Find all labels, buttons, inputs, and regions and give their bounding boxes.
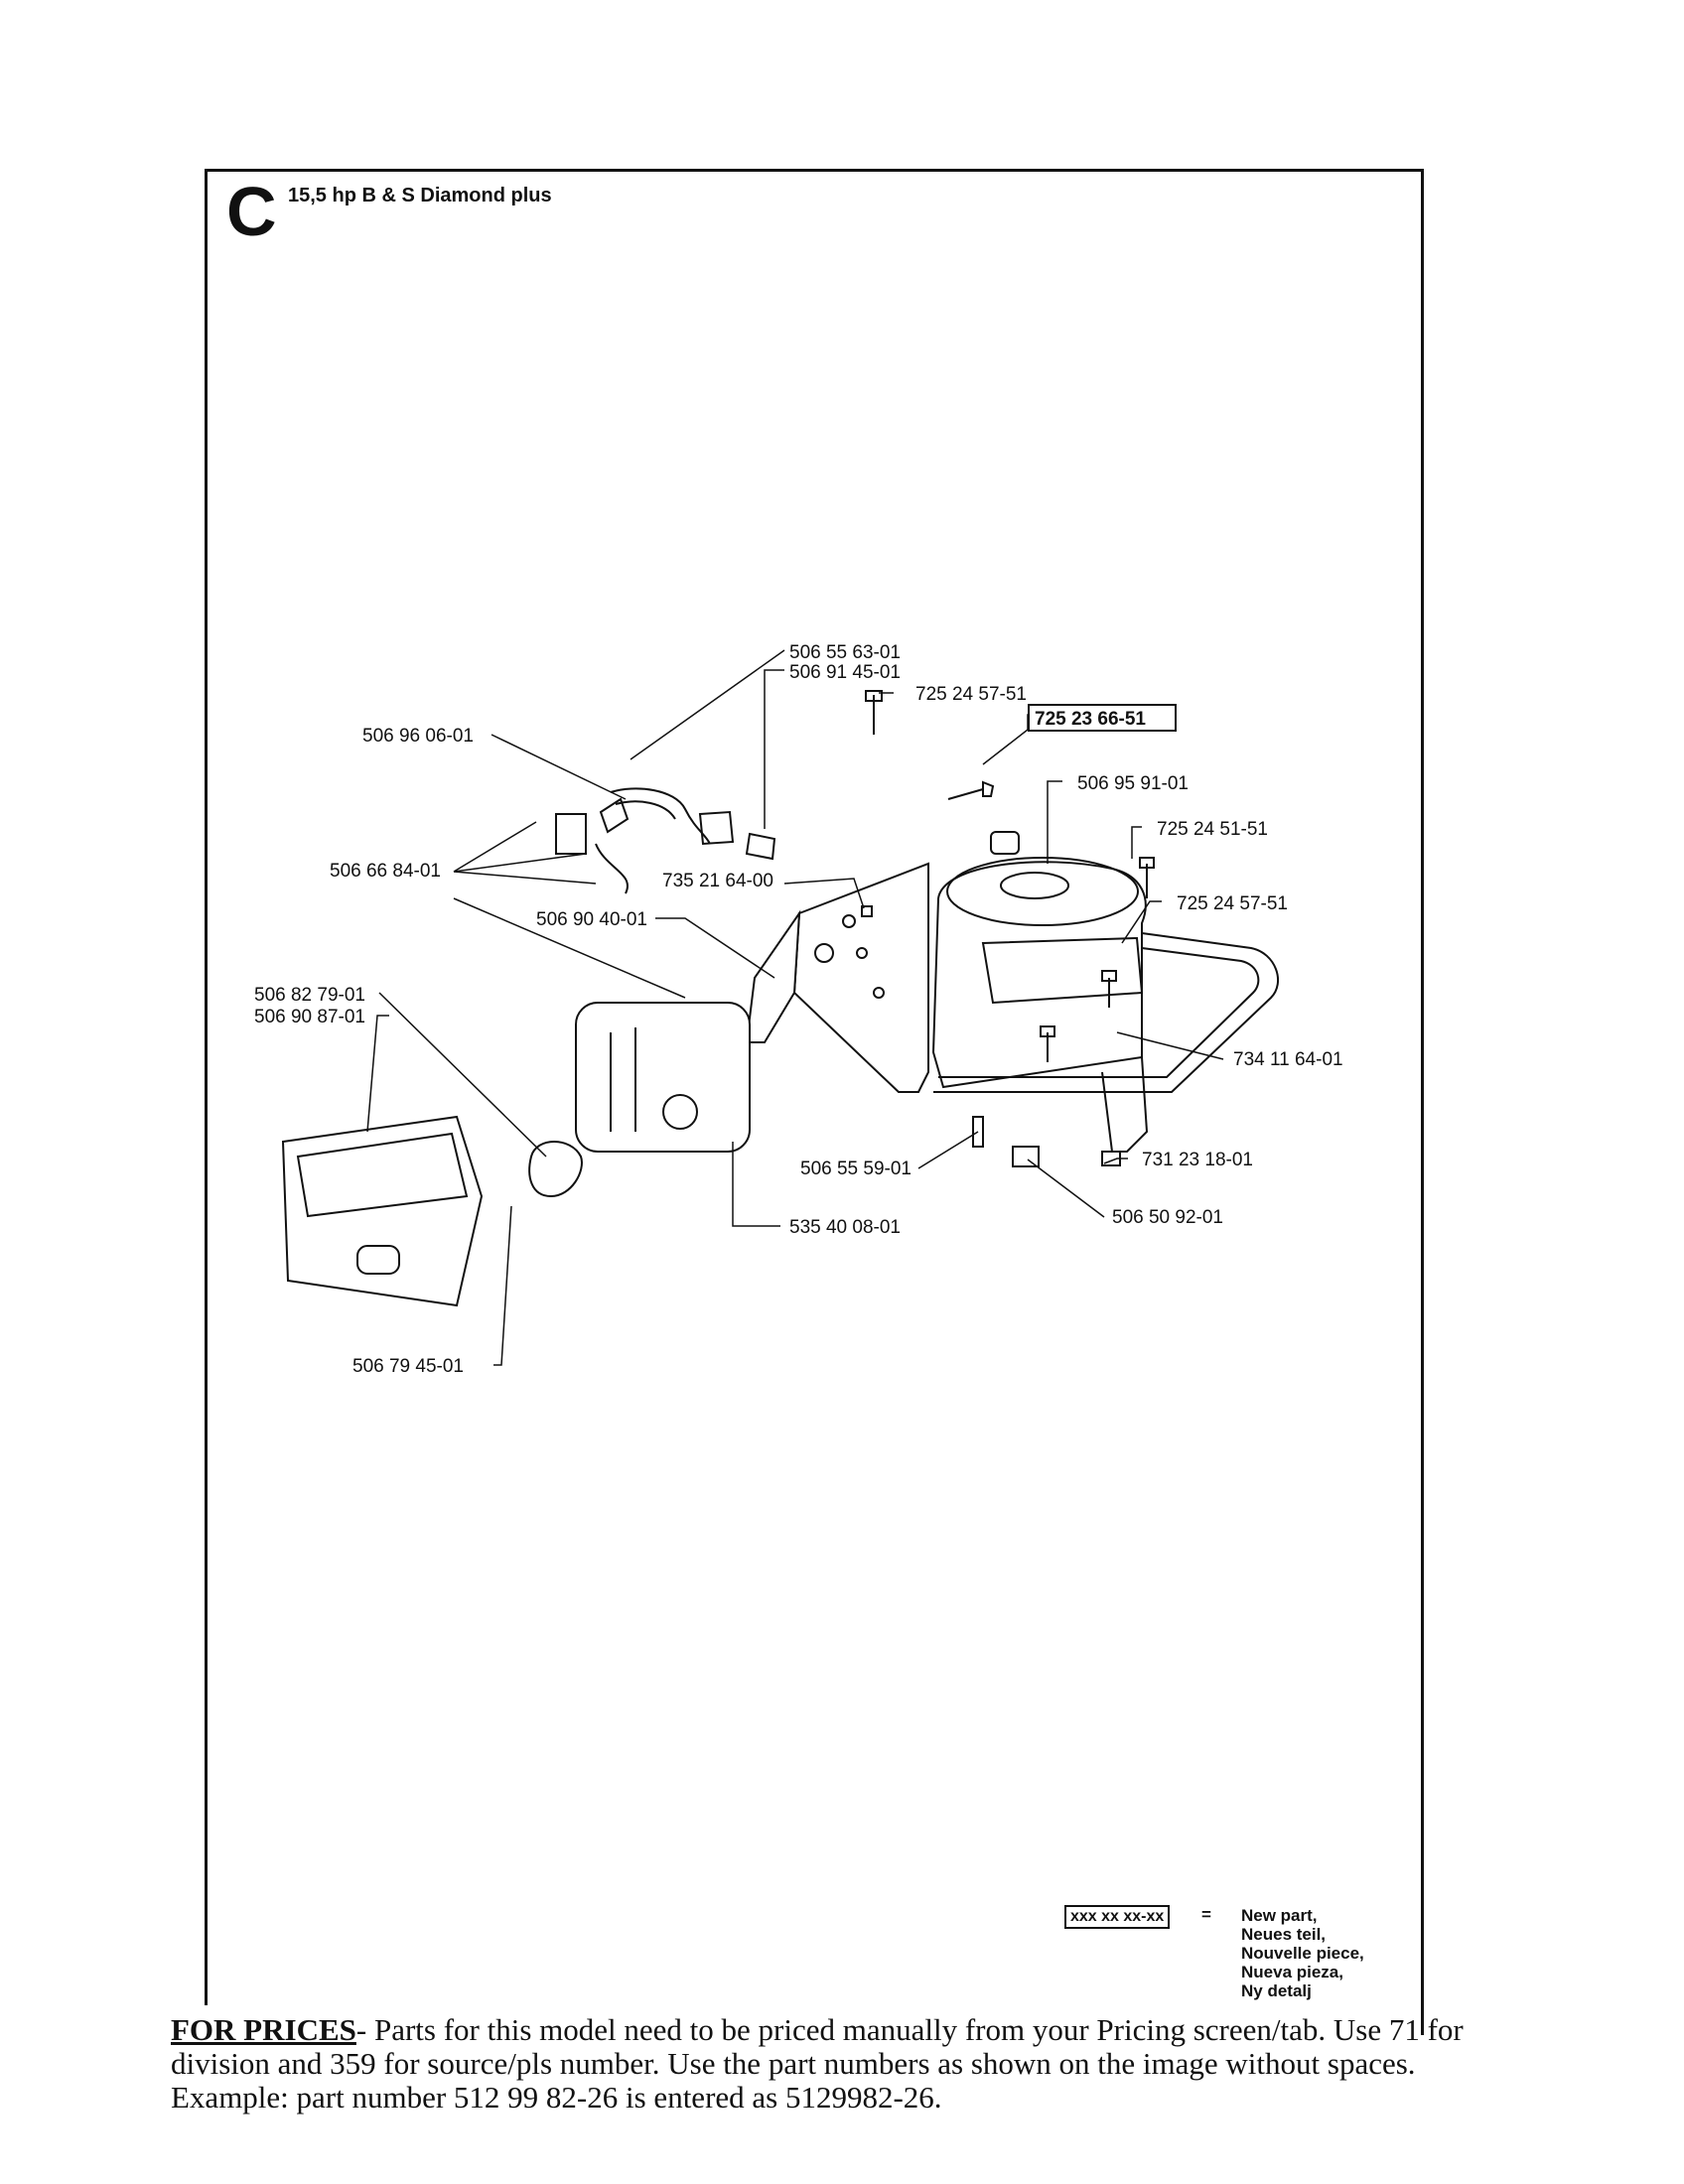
callout-label: 506 90 40-01	[536, 909, 647, 930]
muffler-body	[575, 1002, 751, 1153]
legend-new-part-list: New part, Neues teil, Nouvelle piece, Nu…	[1241, 1906, 1364, 2000]
bolt-725-24-51-51	[1139, 857, 1155, 898]
callout-label: 506 91 45-01	[789, 662, 901, 683]
guard-oval-opening	[356, 1245, 400, 1275]
bolt-725-24-57-51	[865, 690, 883, 735]
frame-tube-outer	[933, 932, 1280, 1093]
muffler-outlet	[662, 1094, 698, 1130]
callout-label: 535 40 08-01	[789, 1217, 901, 1238]
callout-label: 734 11 64-01	[1233, 1049, 1343, 1070]
engine-shroud	[981, 936, 1144, 1005]
clamp-bracket	[555, 813, 587, 855]
bracket-side-wing	[745, 909, 801, 1043]
callout-label: 506 82 79-01	[254, 985, 365, 1006]
pipe-end	[599, 797, 630, 834]
callout-label: 506 95 91-01	[1077, 773, 1189, 794]
flange-plate	[698, 810, 735, 846]
pin-506-55-59-01	[972, 1116, 984, 1148]
callout-label: 725 24 51-51	[1157, 819, 1268, 840]
callout-label: 506 90 87-01	[254, 1007, 365, 1027]
callout-label-new-part: 725 23 66-51	[1035, 709, 1146, 730]
engine-top-cover	[946, 857, 1139, 926]
bolt-lower	[1040, 1025, 1055, 1062]
legend-item: Ny detalj	[1241, 1981, 1312, 2000]
engine-lower-housing	[1101, 1056, 1149, 1153]
frame-top-border	[205, 169, 1424, 172]
nut-506-50-92-01	[1012, 1146, 1040, 1167]
u-clamp	[595, 843, 629, 894]
callout-label: 725 24 57-51	[1177, 893, 1288, 914]
engine-cap-opening	[1000, 872, 1069, 899]
pricing-note-text: - Parts for this model need to be priced…	[171, 2012, 1464, 2115]
callout-label: 506 50 92-01	[1112, 1207, 1223, 1228]
bolt-right	[1101, 970, 1117, 1008]
muffler-guard	[281, 1115, 484, 1307]
section-letter: C	[226, 173, 277, 250]
frame-left-border	[205, 169, 208, 2005]
legend-item: New part,	[1241, 1906, 1318, 1925]
pricing-note: FOR PRICES- Parts for this model need to…	[171, 2013, 1481, 2115]
callout-label: 735 21 64-00	[662, 871, 773, 891]
callout-labels: 506 55 63-01 506 91 45-01 725 24 57-51 7…	[254, 642, 1343, 1377]
pricing-note-lead: FOR PRICES	[171, 2012, 356, 2047]
frame-tube-inner	[938, 947, 1260, 1078]
callout-label: 506 66 84-01	[330, 861, 441, 882]
mounting-bracket	[792, 862, 929, 1093]
legend-item: Nueva pieza,	[1241, 1963, 1343, 1981]
guard-grille-area	[296, 1132, 469, 1218]
callout-label: 506 55 63-01	[789, 642, 901, 663]
callout-label: 731 23 18-01	[1142, 1150, 1253, 1170]
oil-cap	[990, 831, 1020, 855]
exhaust-pipe	[610, 787, 711, 845]
gasket-506-91-45-01	[745, 832, 776, 861]
bolt-725-23-66-51	[947, 780, 995, 800]
legend-item: Neues teil,	[1241, 1925, 1327, 1944]
legend-item: Nouvelle piece,	[1241, 1944, 1364, 1963]
legend-sample-box: xxx xx xx-xx	[1064, 1905, 1171, 1929]
bracket-hole-2	[842, 914, 856, 928]
new-part-box	[1028, 704, 1177, 732]
callout-label: 506 96 06-01	[362, 726, 474, 747]
callout-label: 506 79 45-01	[352, 1356, 464, 1377]
washer-735-21-64-00	[861, 905, 873, 917]
section-title: 15,5 hp B & S Diamond plus	[288, 185, 552, 206]
spark-deflector	[528, 1141, 583, 1198]
bracket-hole-1	[814, 943, 834, 963]
bracket-hole-3	[856, 947, 868, 959]
frame-right-border	[1421, 169, 1424, 2035]
bracket-hole-4	[873, 987, 885, 999]
legend-equals: =	[1201, 1905, 1211, 1924]
callout-label: 725 24 57-51	[915, 684, 1027, 705]
callout-label: 506 55 59-01	[800, 1159, 912, 1179]
engine-block	[931, 861, 1147, 1089]
